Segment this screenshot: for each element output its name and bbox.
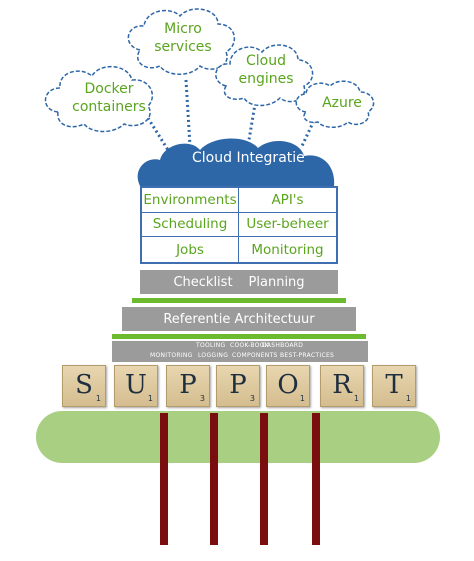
tile-points: 1 [299,394,305,403]
cloud-micro-label: Micro services [154,21,212,55]
connector-engines [246,97,258,147]
tile-points: 1 [95,394,101,403]
green-divider-2 [112,334,366,339]
cloud-azure-label: Azure [322,95,362,111]
planning-label: Planning [248,274,305,290]
tile-letter: R [332,370,352,400]
logging-label: LOGGING [198,352,229,359]
checklist-label: Checklist [173,274,233,290]
best-practices-label: BEST-PRACTICES [280,352,335,359]
pillar-2 [210,413,218,545]
connector-docker [146,117,170,151]
tile-points: 1 [405,394,411,403]
cloud-azure-shape [295,80,375,128]
tile-letter: U [125,370,147,400]
cloud-engines-shape [215,44,314,107]
cloud-main-shape [137,138,335,186]
pillar-4 [312,413,320,545]
cloud-engines-label: Cloud engines [238,53,294,87]
green-base [36,411,440,463]
tile-u: U 1 [114,365,158,407]
tile-t: T 1 [372,365,416,407]
tile-p1: P 3 [166,365,210,407]
tile-p2: P 3 [216,365,260,407]
cloud-micro-shape [127,8,236,75]
tile-letter: P [179,370,197,400]
grid-cell-environments: Environments [142,188,239,213]
tile-s: S 1 [62,365,106,407]
monitoring-label: MONITORING [150,352,193,359]
grid-cell-apis: API's [239,188,336,213]
grid-cell-monitoring: Monitoring [251,241,324,258]
tile-points: 3 [249,394,255,403]
tile-letter: P [229,370,247,400]
green-divider-1 [132,298,346,303]
referentie-label: Referentie Architectuur [163,311,315,327]
tile-letter: O [277,370,299,400]
grid-cell-scheduling: Scheduling [142,212,239,238]
grid-cell-user-beheer: User-beheer [239,213,336,238]
pillar-3 [260,413,268,545]
tile-letter: T [385,370,403,400]
capability-grid: Environments API's Scheduling User-behee… [140,186,338,264]
tile-points: 1 [147,394,153,403]
cookbook-label: COOK-BOOK [230,342,269,349]
tooling-bar [112,341,368,362]
tile-letter: S [75,370,93,400]
cloud-main-label: Cloud Integratie [192,150,305,166]
tile-r: R 1 [320,365,364,407]
tile-o: O 1 [266,365,310,407]
dashboard-label: DASHBOARD [262,342,304,349]
tile-points: 1 [353,394,359,403]
checklist-planning-bar: Checklist Planning [140,270,338,294]
pillar-1 [160,413,168,545]
grid-cell-jobs: Jobs [142,237,239,262]
components-label: COMPONENTS [232,352,278,359]
tile-points: 3 [199,394,205,403]
cloud-docker-label: Docker containers [72,81,146,115]
tooling-label: TOOLING [196,342,226,349]
referentie-bar: Referentie Architectuur [122,307,356,331]
cloud-docker-shape [44,66,153,133]
connector-micro [184,79,192,147]
